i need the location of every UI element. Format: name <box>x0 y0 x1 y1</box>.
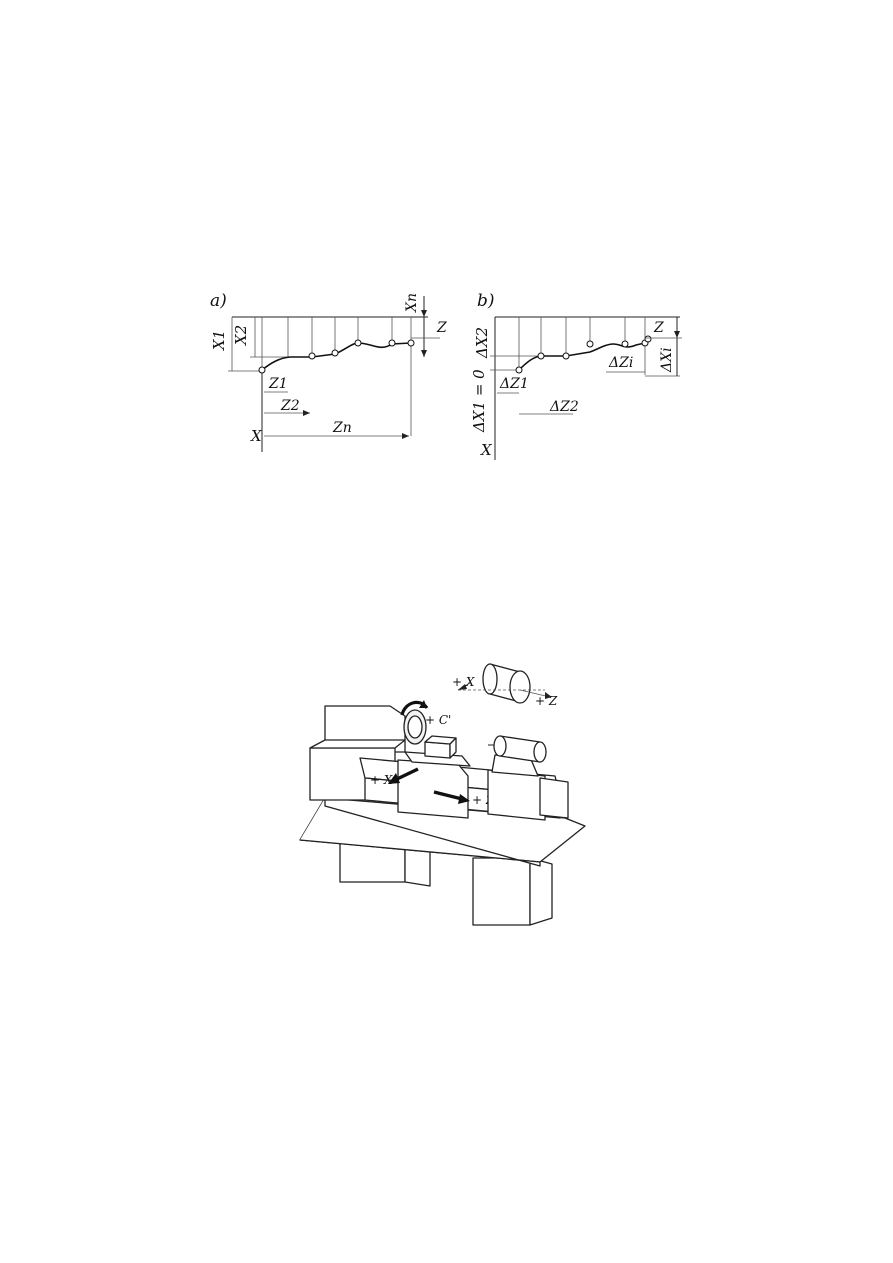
panel-label-a: a) <box>210 291 227 311</box>
lathe-tailstock-base <box>487 769 546 821</box>
label-dz2: ΔZ2 <box>549 399 579 415</box>
label-x2: X2 <box>232 325 250 346</box>
inset-label-plus-x: + X <box>452 675 475 689</box>
contour-profile <box>261 342 412 371</box>
contour-points-b <box>515 335 652 374</box>
label-dxi: ΔXi <box>659 347 675 373</box>
label-x: X <box>250 427 263 445</box>
contour-points <box>258 339 415 374</box>
panel-label-b: b) <box>477 291 495 311</box>
lathe-bed-end <box>539 777 569 819</box>
label-z2: Z2 <box>280 398 300 414</box>
label-z-b: Z <box>653 320 664 336</box>
diagram-a: a) <box>210 291 447 452</box>
label-dx1-zero: ΔX1 = 0 <box>470 369 488 433</box>
inset-workpiece-cylinder <box>457 663 552 704</box>
x-axis-arrow <box>394 767 419 782</box>
diagram-b: b) ΔX2 ΔX1 = 0 <box>470 291 682 460</box>
label-x1: X1 <box>210 330 228 351</box>
label-z: Z <box>436 320 447 336</box>
label-x-b: X <box>480 441 493 459</box>
lathe-right-leg <box>472 857 531 926</box>
z-axis-arrow <box>433 790 463 801</box>
lathe-tool-post <box>424 741 451 759</box>
label-plus-c: + C' <box>425 713 451 727</box>
inset-label-plus-z: + Z <box>535 694 558 708</box>
label-zn: Zn <box>332 420 352 436</box>
label-plus-x: + X <box>370 773 393 787</box>
label-dx2: ΔX2 <box>473 327 491 359</box>
label-z1: Z1 <box>268 376 288 392</box>
label-dzi: ΔZi <box>608 355 633 371</box>
vertical-feed-lines <box>261 317 412 436</box>
lathe-carriage <box>397 759 469 819</box>
label-xn: Xn <box>404 293 420 313</box>
lathe-drawing: + X + Z + C' + X <box>299 663 586 926</box>
label-dz1: ΔZ1 <box>499 376 529 392</box>
